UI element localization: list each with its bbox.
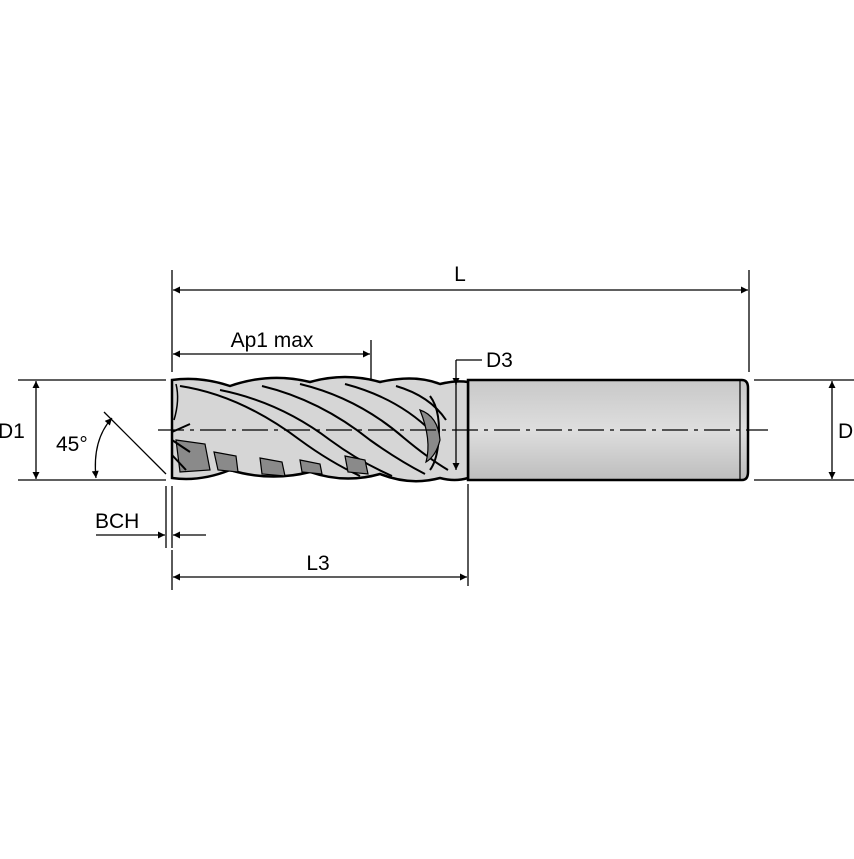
dimension-cutting-depth: Ap1 max [173,329,372,380]
shank [466,378,750,482]
label-chamfer: BCH [95,510,139,533]
label-reach-length: L3 [306,552,329,575]
dimension-neck-diameter: D3 [452,349,513,586]
label-overall-length: L [454,263,466,286]
label-neck-diameter: D3 [486,349,513,372]
dimension-chamfer: BCH [95,486,206,548]
dimension-chamfer-angle: 45° [56,411,167,479]
dimension-overall-length: L [171,263,750,372]
dimension-shank-diameter: D [754,379,854,481]
dimension-reach-length: L3 [171,550,467,590]
label-chamfer-angle: 45° [56,433,88,456]
label-cutting-depth: Ap1 max [231,329,314,352]
dimension-cutting-diameter: D1 [0,379,166,481]
label-shank-diameter: D [838,420,853,443]
label-cutting-diameter: D1 [0,420,25,443]
end-mill-tool [170,375,750,483]
tool-tip-face [171,380,191,478]
